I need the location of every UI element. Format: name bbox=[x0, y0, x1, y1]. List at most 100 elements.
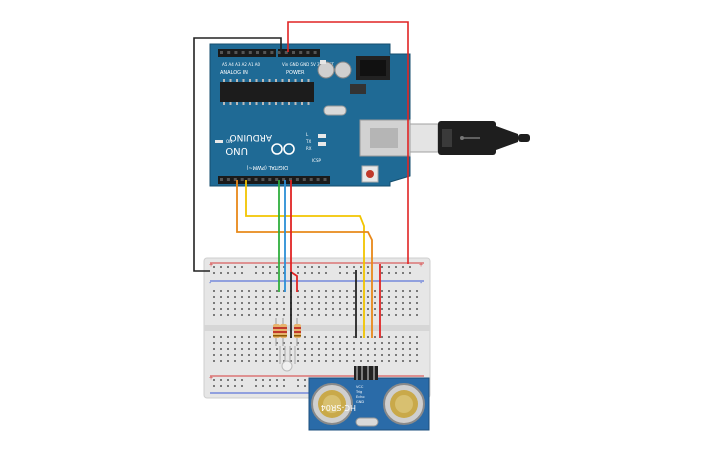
terminal-hole bbox=[213, 314, 215, 316]
header-pin bbox=[220, 178, 223, 181]
chip-leg bbox=[301, 79, 303, 82]
chip-leg bbox=[236, 79, 238, 82]
rail-hole bbox=[304, 266, 306, 268]
arduino-uno-board[interactable]: A5 A4 A3 A2 A1 A0 Vin GND GND 5V 3V3 RST… bbox=[209, 43, 411, 187]
chip-leg bbox=[223, 102, 225, 105]
terminal-hole bbox=[381, 348, 383, 350]
terminal-hole bbox=[325, 336, 327, 338]
terminal-hole bbox=[409, 290, 411, 292]
terminal-hole bbox=[255, 308, 257, 310]
terminal-hole bbox=[325, 348, 327, 350]
terminal-hole bbox=[395, 342, 397, 344]
wire-gnd-black[interactable] bbox=[193, 37, 282, 272]
rail-hole bbox=[262, 266, 264, 268]
rail-hole bbox=[353, 272, 355, 274]
terminal-hole bbox=[346, 342, 348, 344]
arduino-logo-icon bbox=[271, 143, 295, 155]
chip-leg bbox=[294, 102, 297, 105]
terminal-hole bbox=[269, 342, 271, 344]
wire-trig-yellow[interactable] bbox=[245, 180, 365, 338]
terminal-hole bbox=[374, 360, 376, 362]
terminal-hole bbox=[241, 308, 243, 310]
terminal-hole bbox=[255, 336, 257, 338]
terminal-hole bbox=[325, 314, 327, 316]
transducer-left bbox=[311, 383, 353, 425]
wire-red-signal-bend[interactable] bbox=[290, 271, 298, 292]
terminal-hole bbox=[353, 302, 355, 304]
terminal-hole bbox=[269, 290, 271, 292]
chip-leg bbox=[307, 102, 310, 105]
rgb-led[interactable] bbox=[279, 346, 296, 372]
resistor-3[interactable] bbox=[294, 318, 301, 346]
header-pin bbox=[299, 51, 303, 54]
terminal-hole bbox=[297, 342, 299, 344]
rail-hole bbox=[262, 272, 264, 274]
header-pin bbox=[256, 51, 259, 54]
terminal-hole bbox=[290, 360, 292, 362]
terminal-hole bbox=[332, 342, 334, 344]
terminal-hole bbox=[297, 308, 299, 310]
terminal-hole bbox=[325, 360, 327, 362]
terminal-hole bbox=[346, 336, 348, 338]
terminal-hole bbox=[332, 308, 334, 310]
terminal-hole bbox=[381, 336, 383, 338]
terminal-hole bbox=[360, 296, 362, 298]
rail-hole bbox=[367, 266, 369, 268]
terminal-hole bbox=[409, 354, 411, 356]
rail-hole bbox=[220, 385, 222, 387]
usb-plug-grip bbox=[442, 129, 452, 147]
hc-sr04-sensor[interactable]: VCC Trig Echo GND HC-SR04 bbox=[308, 366, 430, 431]
terminal-hole bbox=[409, 336, 411, 338]
header-pin bbox=[302, 178, 306, 181]
resistor-1[interactable] bbox=[273, 318, 280, 346]
capacitor-1 bbox=[317, 61, 335, 79]
terminal-hole bbox=[248, 296, 250, 298]
terminal-hole bbox=[374, 314, 376, 316]
terminal-hole bbox=[241, 348, 243, 350]
terminal-hole bbox=[283, 308, 285, 310]
rail-hole bbox=[241, 379, 243, 381]
header-pin bbox=[233, 178, 237, 181]
terminal-hole bbox=[276, 360, 278, 362]
terminal-hole bbox=[332, 348, 334, 350]
rail-hole bbox=[311, 266, 313, 268]
usb-cable[interactable] bbox=[409, 121, 530, 155]
rail-hole bbox=[234, 266, 236, 268]
rail-hole bbox=[276, 385, 278, 387]
power-header[interactable] bbox=[278, 49, 320, 57]
rail-hole bbox=[402, 272, 404, 274]
usb-strain-relief bbox=[496, 126, 518, 150]
analog-header[interactable] bbox=[218, 49, 276, 57]
resistor-2[interactable] bbox=[280, 318, 287, 346]
terminal-hole bbox=[374, 308, 376, 310]
terminal-hole bbox=[304, 308, 306, 310]
terminal-hole bbox=[332, 354, 334, 356]
terminal-hole bbox=[304, 360, 306, 362]
terminal-hole bbox=[353, 360, 355, 362]
reset-button-cap[interactable] bbox=[366, 170, 374, 178]
sensor-pin-header[interactable] bbox=[354, 366, 378, 380]
terminal-hole bbox=[416, 314, 418, 316]
wire-5v-red[interactable] bbox=[287, 21, 409, 264]
smd-1 bbox=[318, 134, 326, 138]
wire-echo-orange[interactable] bbox=[236, 180, 373, 338]
terminal-hole bbox=[234, 308, 236, 310]
smd-2 bbox=[318, 142, 326, 146]
resistors bbox=[273, 318, 301, 372]
terminal-hole bbox=[276, 342, 278, 344]
terminal-hole bbox=[304, 302, 306, 304]
terminal-hole bbox=[416, 308, 418, 310]
rail-hole bbox=[395, 266, 397, 268]
terminal-hole bbox=[388, 296, 390, 298]
digital-header[interactable] bbox=[218, 176, 330, 184]
terminal-hole bbox=[325, 342, 327, 344]
header-pin bbox=[284, 51, 288, 54]
chip-leg bbox=[288, 102, 290, 105]
rail-hole bbox=[409, 272, 411, 274]
terminal-hole bbox=[311, 336, 313, 338]
rail-hole bbox=[220, 379, 222, 381]
chip-leg bbox=[242, 102, 245, 105]
terminal-hole bbox=[367, 296, 369, 298]
header-pin bbox=[227, 51, 231, 54]
terminal-hole bbox=[381, 314, 383, 316]
